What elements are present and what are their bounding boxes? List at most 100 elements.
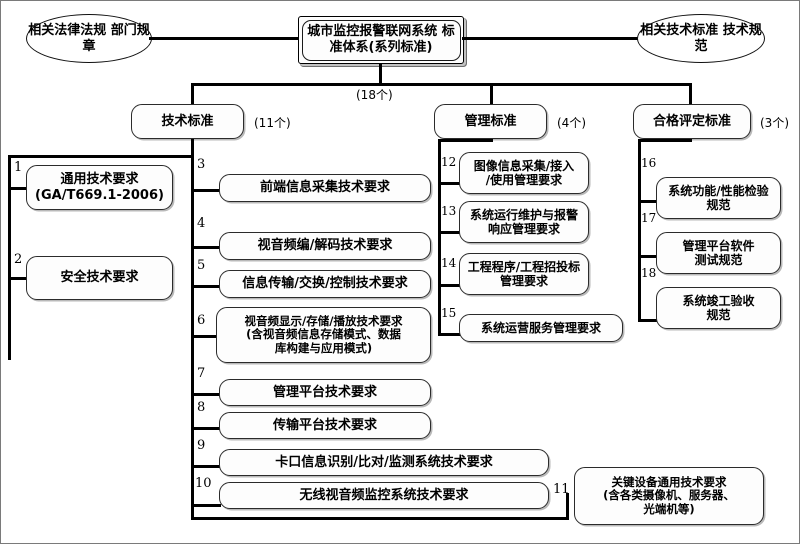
connector-tech-to-item11 — [566, 493, 569, 520]
item-number-14: 14 — [441, 256, 457, 270]
item-node-13: 系统运行维护与报警 响应管理要求 — [459, 201, 589, 243]
connector-item10 — [191, 504, 221, 507]
connector-left-ellipse-to-root — [149, 37, 301, 40]
connector-item6 — [191, 335, 221, 338]
item-node-16: 系统功能/性能检验 规范 — [656, 177, 781, 219]
item-label-15: 系统运营服务管理要求 — [480, 320, 601, 335]
item-node-18: 系统竣工验收 规范 — [656, 287, 781, 329]
item-label-13: 系统运行维护与报警 响应管理要求 — [469, 207, 578, 236]
item-node-2: 安全技术要求 — [26, 256, 173, 300]
item-node-8: 传输平台技术要求 — [219, 412, 431, 439]
category-management-count: (4个) — [557, 116, 586, 130]
connector-item8 — [191, 427, 221, 430]
connector-bus-to-tech — [191, 83, 194, 105]
item-node-15: 系统运营服务管理要求 — [459, 314, 623, 342]
category-conformity-count: (3个) — [760, 116, 789, 130]
item-node-11: 关键设备通用技术要求 (含各类摄像机、服务器、 光端机等) — [574, 467, 764, 525]
category-management-standards: 管理标准 — [434, 104, 547, 139]
general-bracket-top — [8, 155, 194, 158]
connector-item12 — [438, 182, 462, 185]
connector-item9 — [191, 465, 221, 468]
connector-item7 — [191, 393, 221, 396]
item-label-7: 管理平台技术要求 — [272, 384, 377, 400]
item-label-5: 信息传输/交换/控制技术要求 — [242, 276, 408, 292]
connector-item2 — [8, 277, 32, 280]
item-label-14: 工程程序/工程招投标 管理要求 — [467, 259, 581, 288]
item-number-13: 13 — [441, 204, 457, 218]
main-bus-line — [191, 83, 691, 86]
category-conformity-label: 合格评定标准 — [652, 113, 731, 129]
item-label-18: 系统竣工验收 规范 — [682, 293, 755, 322]
management-spine-line — [438, 139, 441, 336]
item-number-11: 11 — [553, 482, 570, 497]
item-number-4: 4 — [197, 216, 206, 231]
item-node-4: 视音频编/解码技术要求 — [219, 232, 431, 260]
conformity-spine-top — [638, 139, 692, 142]
item-node-5: 信息传输/交换/控制技术要求 — [219, 270, 431, 298]
item-label-9: 卡口信息识别/比对/监测系统技术要求 — [275, 454, 493, 470]
item-number-7: 7 — [197, 366, 206, 381]
connector-item17 — [638, 255, 660, 258]
item-number-6: 6 — [197, 313, 206, 328]
item-node-1: 通用技术要求 (GA/T669.1-2006) — [26, 165, 173, 210]
left-ellipse-label: 相关法律法规 部门规章 — [28, 22, 150, 54]
category-tech-count: (11个) — [254, 116, 291, 130]
root-node-label: 城市监控报警联网系统 标准体系(系列标准) — [307, 24, 455, 55]
general-bracket-spine — [8, 155, 11, 360]
item-node-14: 工程程序/工程招投标 管理要求 — [459, 253, 589, 295]
item-number-5: 5 — [197, 258, 206, 273]
root-node: 城市监控报警联网系统 标准体系(系列标准) — [298, 16, 464, 64]
item-number-10: 10 — [195, 476, 212, 491]
item-node-12: 图像信息采集/接入 /使用管理要求 — [459, 152, 589, 194]
tech-spine-line — [191, 139, 194, 520]
item-label-6: 视音频显示/存储/播放技术要求 (含视音频信息存储模式、数据 库构建与应用模式) — [244, 313, 403, 355]
item-node-6: 视音频显示/存储/播放技术要求 (含视音频信息存储模式、数据 库构建与应用模式) — [216, 307, 431, 363]
item-node-3: 前端信息采集技术要求 — [219, 174, 431, 202]
right-ellipse-label: 相关技术标准 技术规范 — [640, 22, 762, 54]
item-label-10: 无线视音频监控系统技术要求 — [299, 487, 469, 503]
tech-bottom-line — [191, 517, 569, 520]
item-number-9: 9 — [197, 438, 206, 453]
item-label-17: 管理平台软件 测试规范 — [682, 238, 755, 267]
item-number-18: 18 — [641, 266, 657, 280]
connector-item13 — [438, 231, 462, 234]
category-management-label: 管理标准 — [464, 113, 517, 129]
root-count-label: (18个) — [356, 88, 393, 102]
item-node-17: 管理平台软件 测试规范 — [656, 232, 781, 274]
left-ellipse: 相关法律法规 部门规章 — [26, 14, 152, 63]
item-label-8: 传输平台技术要求 — [272, 417, 377, 433]
right-ellipse: 相关技术标准 技术规范 — [637, 14, 765, 63]
item-number-12: 12 — [441, 155, 457, 169]
item-number-1: 1 — [14, 160, 23, 175]
management-spine-top — [438, 139, 493, 142]
item-node-9: 卡口信息识别/比对/监测系统技术要求 — [219, 449, 549, 476]
item-label-3: 前端信息采集技术要求 — [259, 180, 390, 196]
item-label-2: 安全技术要求 — [60, 270, 139, 286]
item-node-7: 管理平台技术要求 — [219, 379, 431, 406]
connector-item5 — [191, 285, 221, 288]
connector-item3 — [191, 189, 221, 192]
conformity-spine-line — [638, 139, 641, 322]
item-label-1: 通用技术要求 (GA/T669.1-2006) — [35, 172, 164, 203]
item-number-15: 15 — [441, 306, 457, 320]
item-number-17: 17 — [641, 211, 657, 225]
item-number-2: 2 — [14, 252, 23, 267]
connector-item15 — [438, 333, 462, 336]
item-number-8: 8 — [197, 400, 206, 415]
connector-root-stem — [379, 64, 382, 85]
connector-item1 — [8, 187, 32, 190]
category-tech-label: 技术标准 — [161, 113, 214, 129]
item-label-4: 视音频编/解码技术要求 — [257, 238, 393, 254]
connector-item18 — [638, 319, 660, 322]
connector-item14 — [438, 284, 462, 287]
connector-bus-to-conformity — [689, 83, 692, 105]
item-label-11: 关键设备通用技术要求 (含各类摄像机、服务器、 光端机等) — [603, 474, 735, 516]
item-label-16: 系统功能/性能检验 规范 — [668, 183, 769, 212]
connector-item4 — [191, 246, 221, 249]
connector-root-to-right-ellipse — [462, 37, 639, 40]
connector-item16 — [638, 200, 660, 203]
item-node-10: 无线视音频监控系统技术要求 — [219, 482, 549, 509]
category-tech-standards: 技术标准 — [131, 104, 244, 139]
category-conformity-standards: 合格评定标准 — [633, 104, 751, 139]
